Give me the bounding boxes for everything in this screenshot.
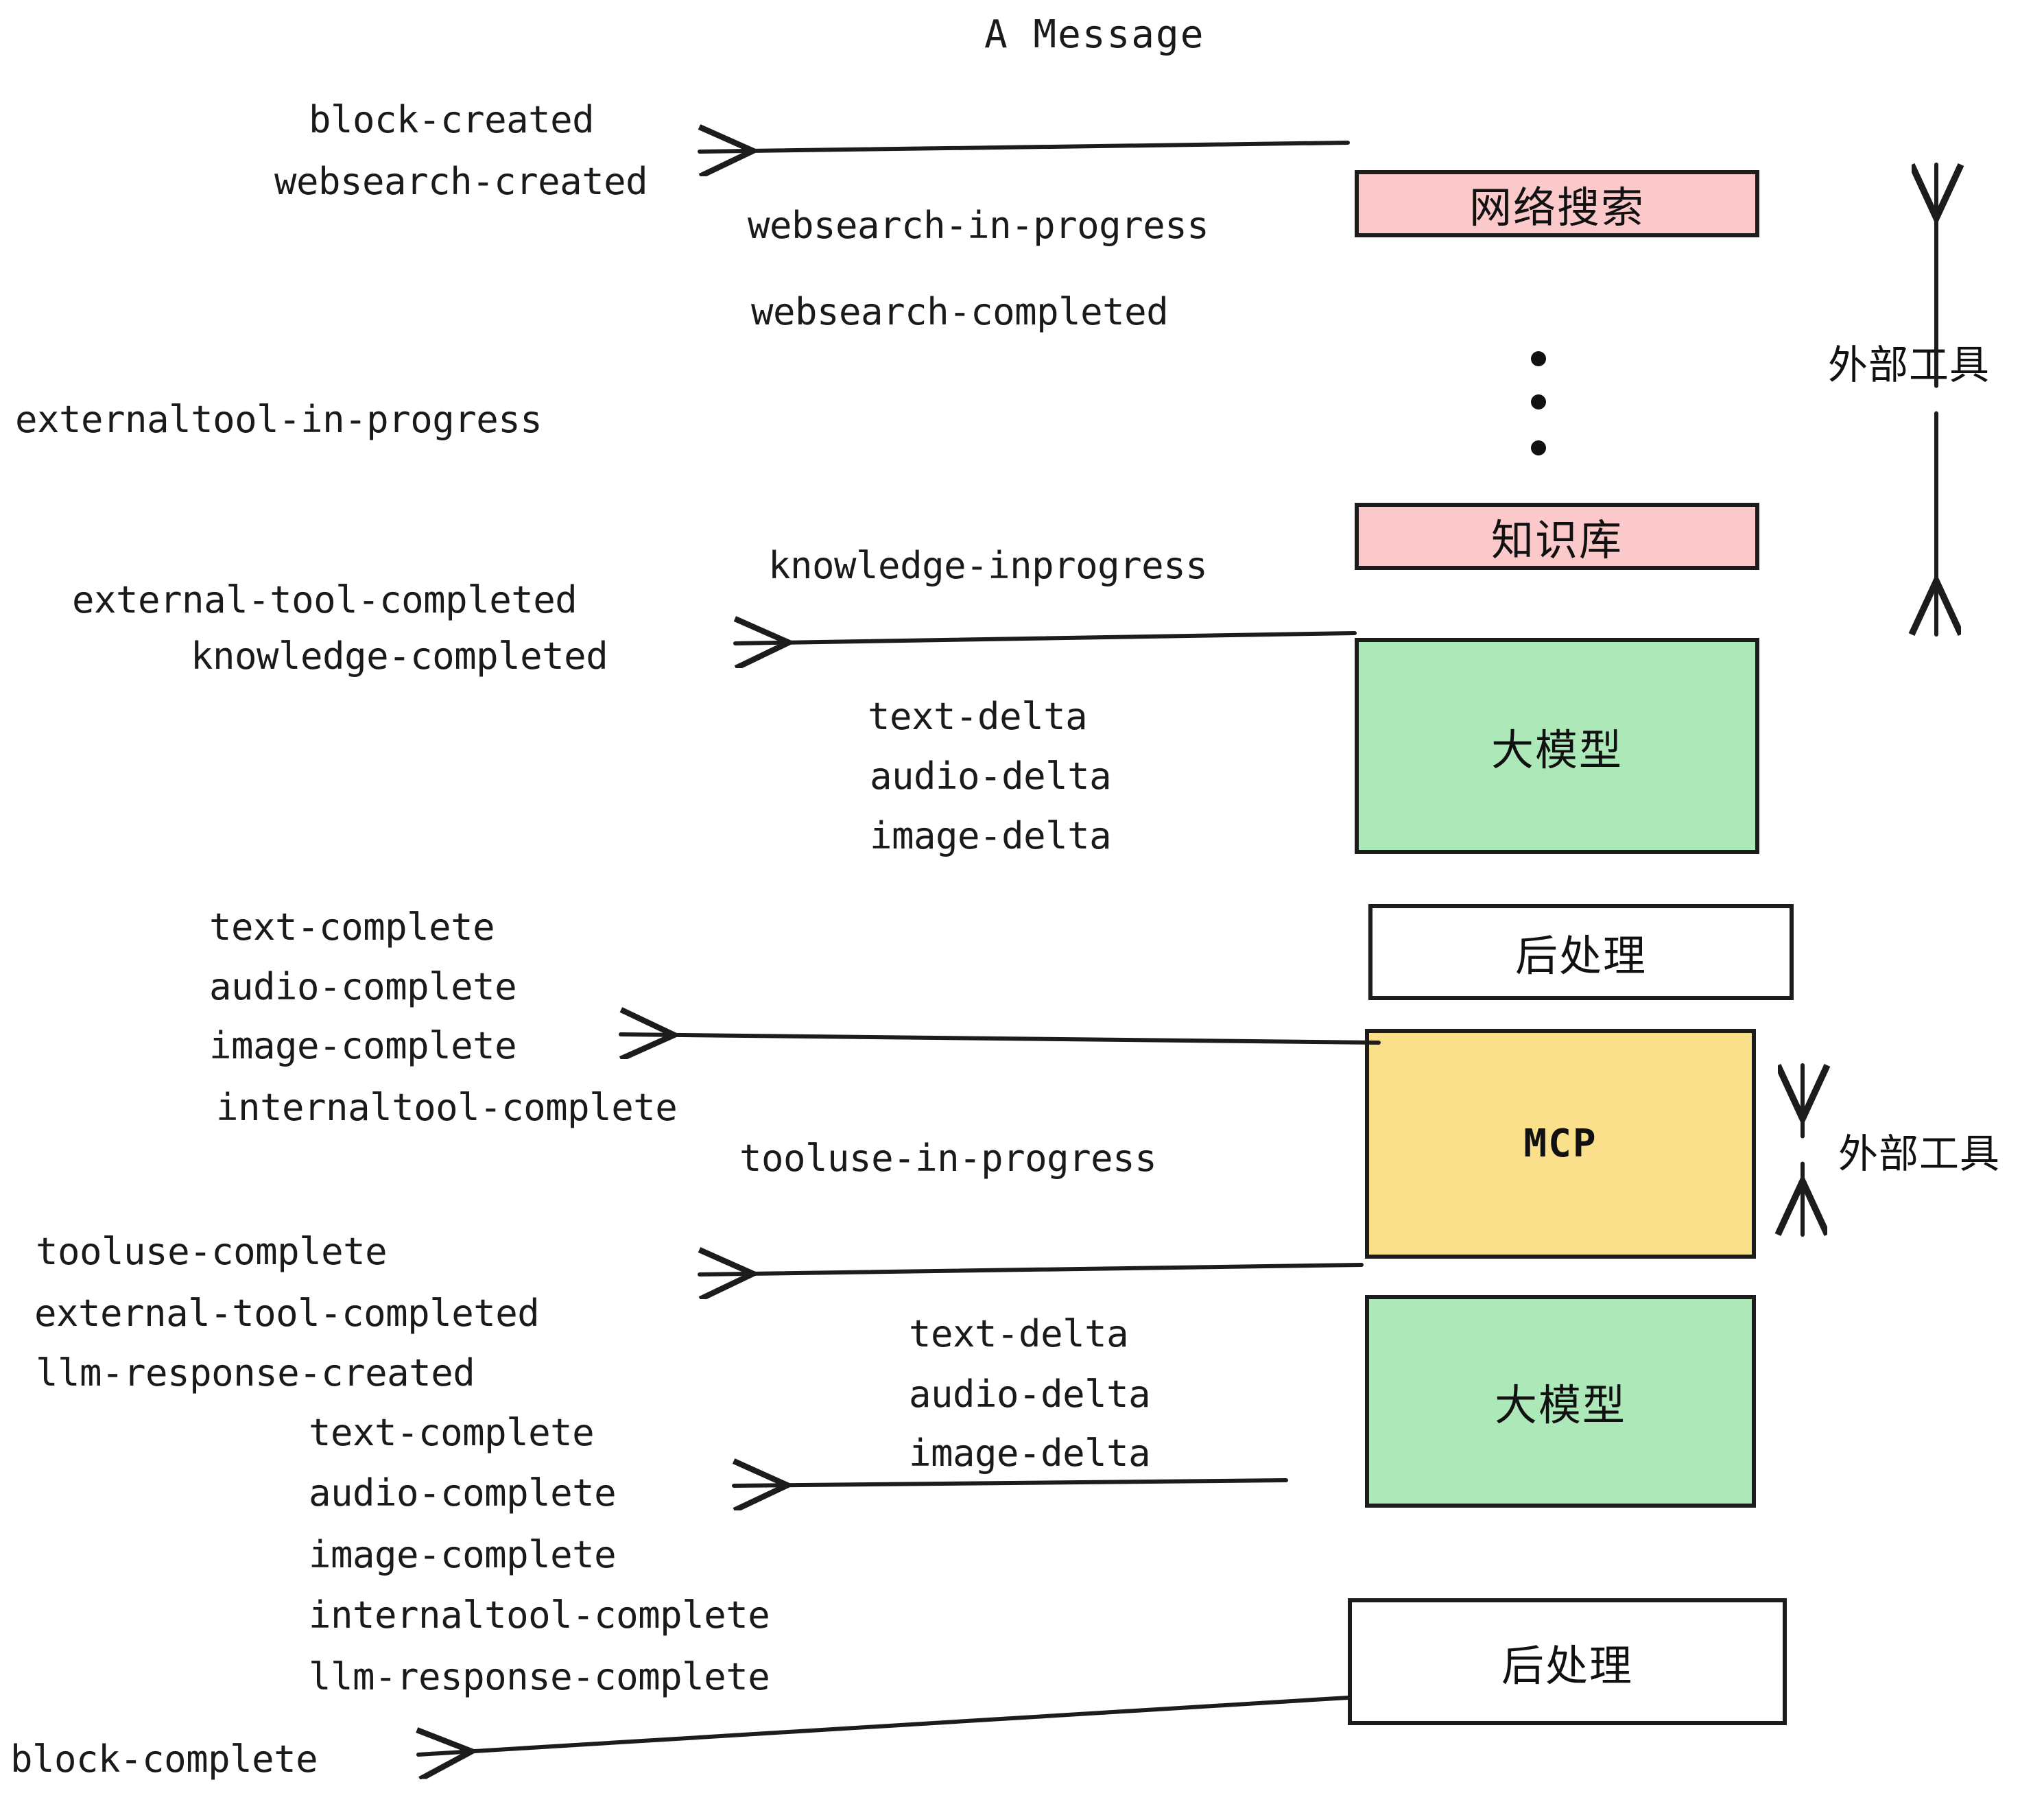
- arrow-mcp-to-tooluse-complete: [698, 1265, 1364, 1274]
- node-postprocess-1: 后处理: [1368, 904, 1794, 1000]
- ellipsis-dot-1: [1531, 351, 1546, 366]
- event-label-image-delta-2: image-delta: [909, 1432, 1151, 1475]
- arrow-websearch-to-block-created: [698, 143, 1350, 152]
- event-label-internaltool-complete-2: internaltool-complete: [309, 1593, 770, 1637]
- event-label-text-complete-2: text-complete: [309, 1411, 595, 1454]
- arrow-postprocess2-to-block: [418, 1696, 1350, 1755]
- event-label-text-delta-2: text-delta: [909, 1312, 1129, 1355]
- event-label-audio-complete-2: audio-complete: [309, 1471, 617, 1515]
- event-label-text-delta-1: text-delta: [868, 695, 1088, 738]
- event-label-external-tool-completed-2: external-tool-completed: [34, 1292, 540, 1335]
- node-mcp: MCP: [1365, 1029, 1756, 1259]
- event-label-image-complete-2: image-complete: [309, 1533, 617, 1576]
- ellipsis-dot-2: [1531, 394, 1546, 410]
- side-label-external-tools-bottom: 外部工具: [1838, 1130, 2001, 1177]
- event-label-text-complete-1: text-complete: [209, 905, 495, 949]
- node-llm-1: 大模型: [1355, 638, 1759, 854]
- event-label-internaltool-complete-1: internaltool-complete: [216, 1086, 678, 1129]
- event-label-llm-response-created: llm-response-created: [36, 1351, 475, 1394]
- event-label-websearch-in-progress: websearch-in-progress: [748, 204, 1209, 247]
- side-label-external-tools-top: 外部工具: [1828, 342, 1990, 388]
- page-title: A Message: [984, 12, 1205, 57]
- event-label-audio-delta-2: audio-delta: [909, 1373, 1151, 1416]
- event-label-block-created: block-created: [309, 98, 595, 141]
- event-label-audio-complete-1: audio-complete: [209, 965, 517, 1008]
- event-label-tooluse-in-progress: tooluse-in-progress: [739, 1137, 1157, 1180]
- event-label-knowledge-completed: knowledge-completed: [191, 634, 608, 678]
- event-label-websearch-created: websearch-created: [274, 160, 648, 203]
- event-label-audio-delta-1: audio-delta: [870, 755, 1112, 798]
- event-label-externaltool-in-progress: externaltool-in-progress: [15, 398, 543, 441]
- event-label-knowledge-inprogress: knowledge-inprogress: [768, 544, 1208, 587]
- node-knowledge: 知识库: [1355, 503, 1759, 570]
- node-websearch: 网络搜索: [1355, 170, 1759, 237]
- event-label-tooluse-complete: tooluse-complete: [36, 1230, 388, 1273]
- arrow-knowledge-to-completed: [733, 633, 1357, 643]
- event-label-llm-response-complete: llm-response-complete: [309, 1655, 770, 1698]
- event-label-image-complete-1: image-complete: [209, 1024, 517, 1067]
- event-label-block-complete: block-complete: [10, 1737, 318, 1781]
- arrow-llm2-to-audio-complete: [732, 1480, 1288, 1486]
- event-label-websearch-completed: websearch-completed: [751, 290, 1169, 333]
- event-label-image-delta-1: image-delta: [870, 814, 1112, 857]
- node-postprocess-2: 后处理: [1348, 1598, 1787, 1725]
- node-llm-2: 大模型: [1365, 1295, 1756, 1508]
- event-label-external-tool-completed-1: external-tool-completed: [72, 578, 578, 621]
- arrow-postprocess1-to-image: [619, 1034, 1381, 1043]
- ellipsis-dot-3: [1531, 440, 1546, 455]
